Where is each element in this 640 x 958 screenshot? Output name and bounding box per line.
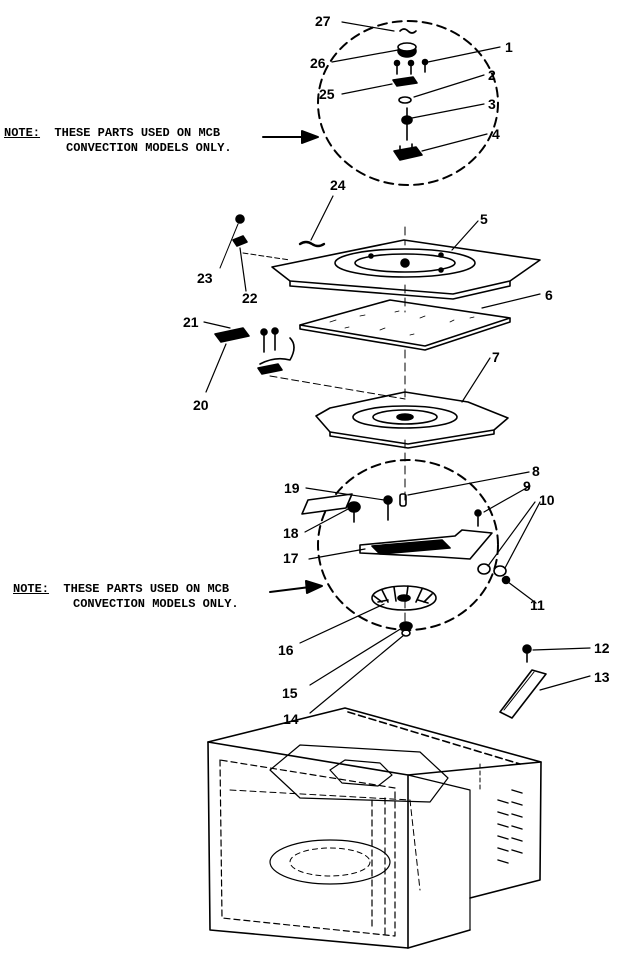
callout-14: 14 xyxy=(283,711,299,727)
note-lower-line2: CONVECTION MODELS ONLY. xyxy=(73,597,239,611)
part-12-13-hinge xyxy=(499,644,547,719)
upper-small-parts xyxy=(392,28,429,161)
callout-20: 20 xyxy=(193,397,209,413)
part-6-shield-plate xyxy=(299,299,511,351)
lower-small-parts xyxy=(301,493,511,637)
note-upper-label: NOTE: xyxy=(4,126,41,140)
note-lower-line1: THESE PARTS USED ON MCB xyxy=(63,582,230,596)
note-upper-line1: THESE PARTS USED ON MCB xyxy=(54,126,221,140)
note-lower-label: NOTE: xyxy=(13,582,50,596)
callout-24: 24 xyxy=(330,177,346,193)
callout-16: 16 xyxy=(278,642,294,658)
part-20-21-harness xyxy=(214,327,406,400)
callout-9: 9 xyxy=(523,478,531,494)
note-arrows xyxy=(262,130,323,594)
left-fasteners xyxy=(219,214,326,269)
callout-2: 2 xyxy=(488,67,496,83)
callout-7: 7 xyxy=(492,349,500,365)
leader-lines xyxy=(203,21,591,714)
callout-13: 13 xyxy=(594,669,610,685)
part-5-cover-plate xyxy=(242,239,541,300)
callout-21: 21 xyxy=(183,314,199,330)
callout-3: 3 xyxy=(488,96,496,112)
callout-4: 4 xyxy=(492,126,500,142)
note-upper-line2: CONVECTION MODELS ONLY. xyxy=(66,141,232,155)
callout-19: 19 xyxy=(284,480,300,496)
callout-25: 25 xyxy=(319,86,335,102)
callout-15: 15 xyxy=(282,685,298,701)
part-7-base-plate xyxy=(315,391,509,449)
callout-18: 18 xyxy=(283,525,299,541)
upper-detail-circle xyxy=(317,20,499,186)
callout-11: 11 xyxy=(530,597,545,613)
callout-27: 27 xyxy=(315,13,331,29)
callout-1: 1 xyxy=(505,39,513,55)
callout-6: 6 xyxy=(545,287,553,303)
note-lower: NOTE: THESE PARTS USED ON MCB xyxy=(13,582,229,597)
callout-17: 17 xyxy=(283,550,299,566)
note-upper: NOTE: THESE PARTS USED ON MCB xyxy=(4,126,220,141)
callout-26: 26 xyxy=(310,55,326,71)
callout-5: 5 xyxy=(480,211,488,227)
callout-22: 22 xyxy=(242,290,258,306)
callout-12: 12 xyxy=(594,640,610,656)
oven-cavity xyxy=(207,707,542,949)
callout-8: 8 xyxy=(532,463,540,479)
callout-23: 23 xyxy=(197,270,213,286)
callout-10: 10 xyxy=(539,492,555,508)
